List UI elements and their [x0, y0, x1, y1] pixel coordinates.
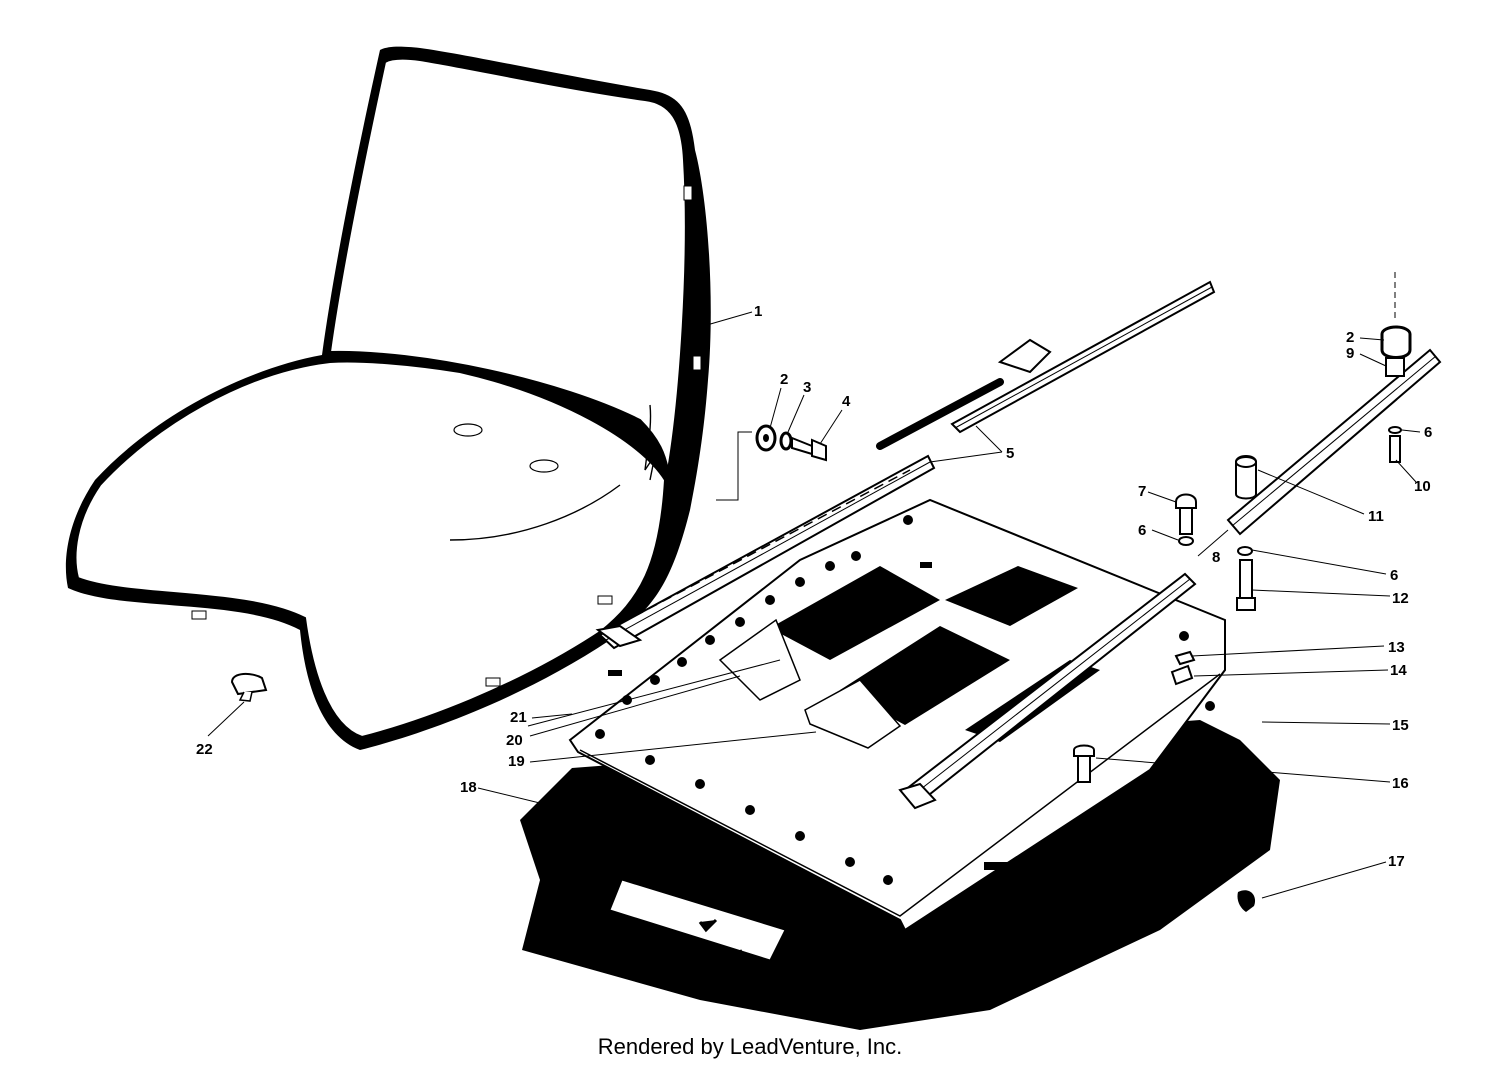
- gasket-20: [718, 618, 801, 701]
- callout-16: 16: [1392, 775, 1409, 792]
- washer-bolt-set-left: [716, 424, 827, 501]
- plate-cutout-3: [945, 566, 1078, 626]
- seat-cushion: [65, 46, 711, 751]
- callout-14: 14: [1390, 662, 1407, 679]
- seat-back: [328, 57, 687, 471]
- seat-slide-rail-right: [876, 280, 1216, 450]
- seat-slide-rail-left: [595, 454, 936, 650]
- seat-bottom: [74, 360, 667, 739]
- fasteners-top-right: [1380, 272, 1412, 463]
- callout-20: 20: [506, 732, 523, 749]
- callout-18: 18: [460, 779, 477, 796]
- clip-22: [230, 672, 268, 702]
- callout-2b: 2: [1346, 329, 1354, 346]
- callout-9: 9: [1346, 345, 1354, 362]
- callout-13: 13: [1388, 639, 1405, 656]
- render-credit: Rendered by LeadVenture, Inc.: [597, 1034, 903, 1059]
- plate-cutout-1: [770, 566, 940, 660]
- callout-6c: 6: [1390, 567, 1398, 584]
- gasket-19: [804, 679, 902, 749]
- callout-6b: 6: [1138, 522, 1146, 539]
- callout-21: 21: [510, 709, 527, 726]
- side-bar-right: [1226, 348, 1442, 536]
- callout-3: 3: [803, 379, 811, 396]
- base-plate: [520, 498, 1280, 1030]
- callout-19: 19: [508, 753, 525, 770]
- callout-labels: 1 2 3 4 5 2 9 6 10 7 11 6 8 6 12 13 14 1…: [196, 303, 1432, 870]
- callout-4: 4: [842, 393, 851, 410]
- callout-1: 1: [754, 303, 762, 320]
- callout-22: 22: [196, 741, 213, 758]
- callout-5: 5: [1006, 445, 1014, 462]
- callout-10: 10: [1414, 478, 1431, 495]
- fasteners-middle: [1073, 493, 1256, 912]
- knob-17: [1237, 890, 1256, 912]
- callout-2: 2: [780, 371, 788, 388]
- callout-15: 15: [1392, 717, 1409, 734]
- callout-8: 8: [1212, 549, 1220, 566]
- callout-7: 7: [1138, 483, 1146, 500]
- callout-11: 11: [1368, 508, 1384, 525]
- callout-12: 12: [1392, 590, 1409, 607]
- leader-lines: [207, 311, 1421, 899]
- plate-cutout-2: [840, 626, 1010, 725]
- callout-17: 17: [1388, 853, 1405, 870]
- callout-6a: 6: [1424, 424, 1432, 441]
- plate-holes: [595, 515, 1215, 915]
